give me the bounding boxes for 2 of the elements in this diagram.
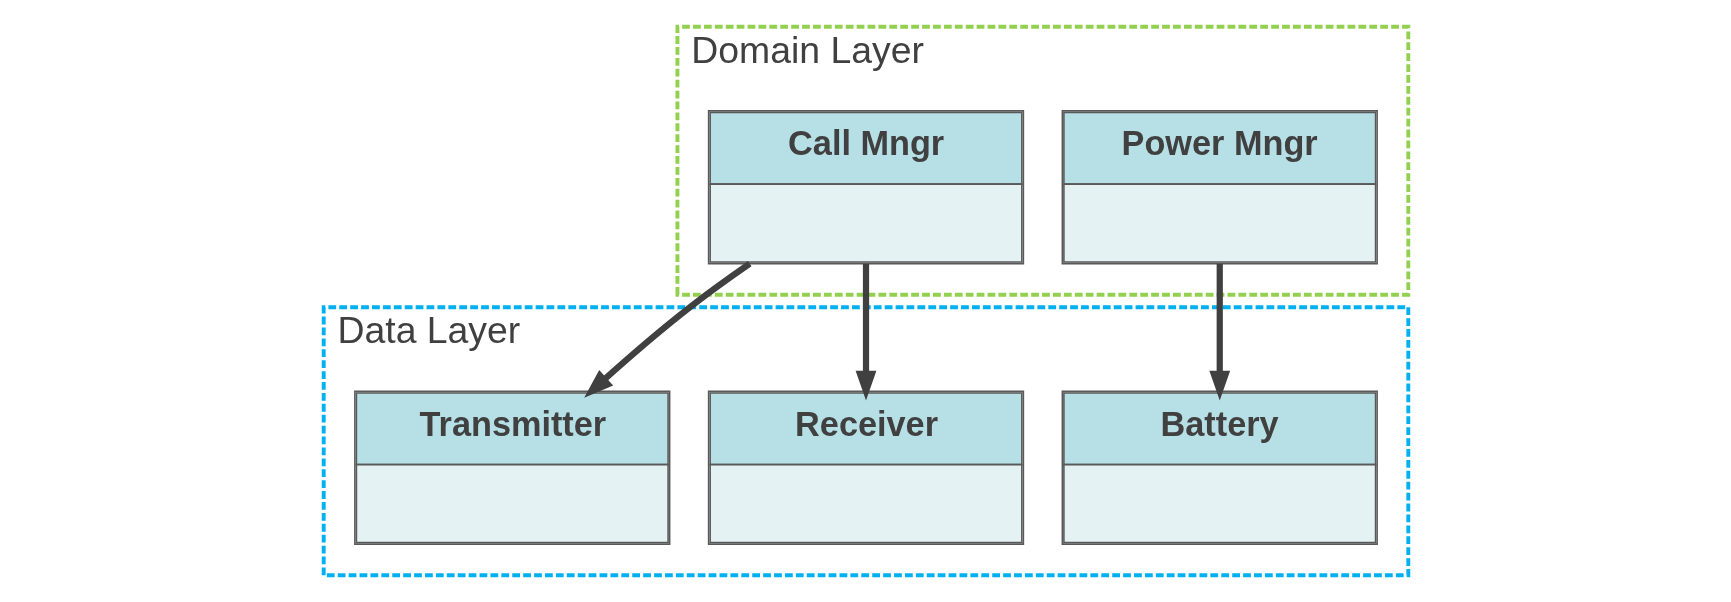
arrow [855,263,876,401]
arrow [1208,263,1230,401]
